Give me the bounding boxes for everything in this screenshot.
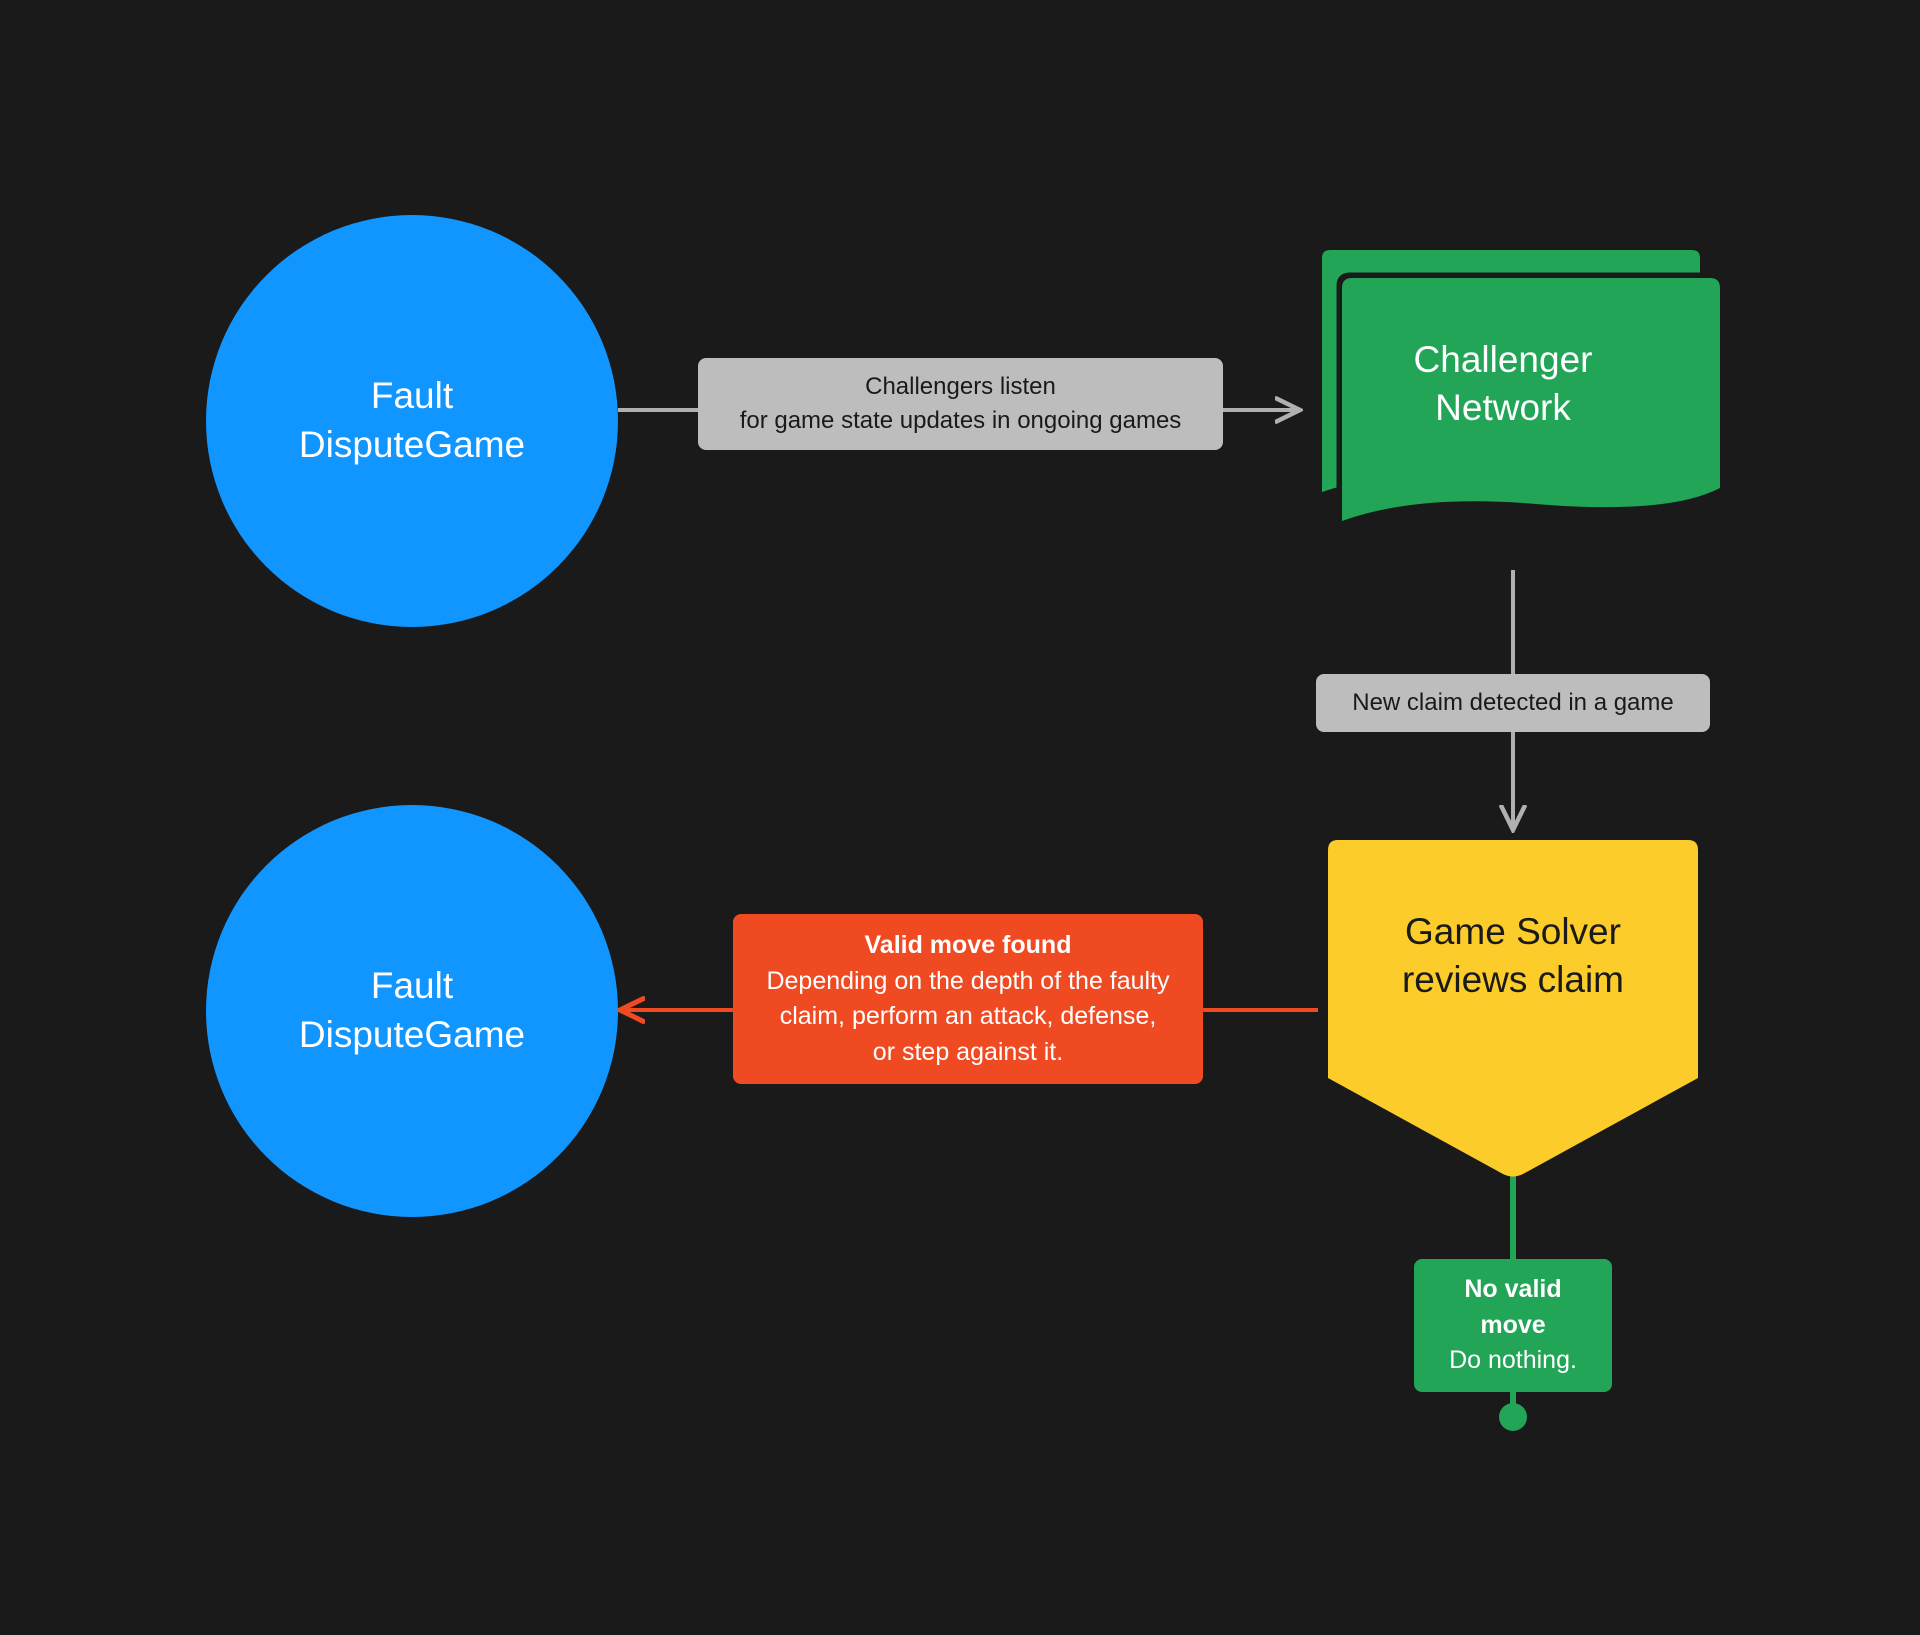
node-label: Fault DisputeGame: [298, 375, 526, 465]
edge-label-no-valid-move-body: Do nothing.: [1449, 1346, 1577, 1374]
edge-label-no-valid-move: No valid move Do nothing.: [1414, 1259, 1612, 1392]
document-stack-icon: [1322, 250, 1726, 530]
edge-label-valid-move: Valid move found Depending on the depth …: [733, 914, 1203, 1084]
node-game-solver[interactable]: Game Solver reviews claim: [1318, 838, 1708, 1178]
node-fault-dispute-game-top[interactable]: Fault DisputeGame: [206, 215, 618, 627]
pentagon-shape: [1328, 840, 1698, 1177]
edge-label-challengers-listen: Challengers listen for game state update…: [698, 358, 1223, 451]
node-challenger-network[interactable]: Challenger Network: [1318, 248, 1728, 568]
edge-label-valid-move-body: Depending on the depth of the faulty cla…: [766, 966, 1170, 1066]
edge-label-new-claim: New claim detected in a game: [1316, 674, 1710, 733]
end-dot: [1499, 1403, 1527, 1431]
node-label: Fault DisputeGame: [298, 965, 526, 1055]
node-fault-dispute-game-bottom[interactable]: Fault DisputeGame: [206, 805, 618, 1217]
edge-label-no-valid-move-title: No valid move: [1464, 1275, 1562, 1339]
edge-label-valid-move-title: Valid move found: [864, 931, 1072, 959]
